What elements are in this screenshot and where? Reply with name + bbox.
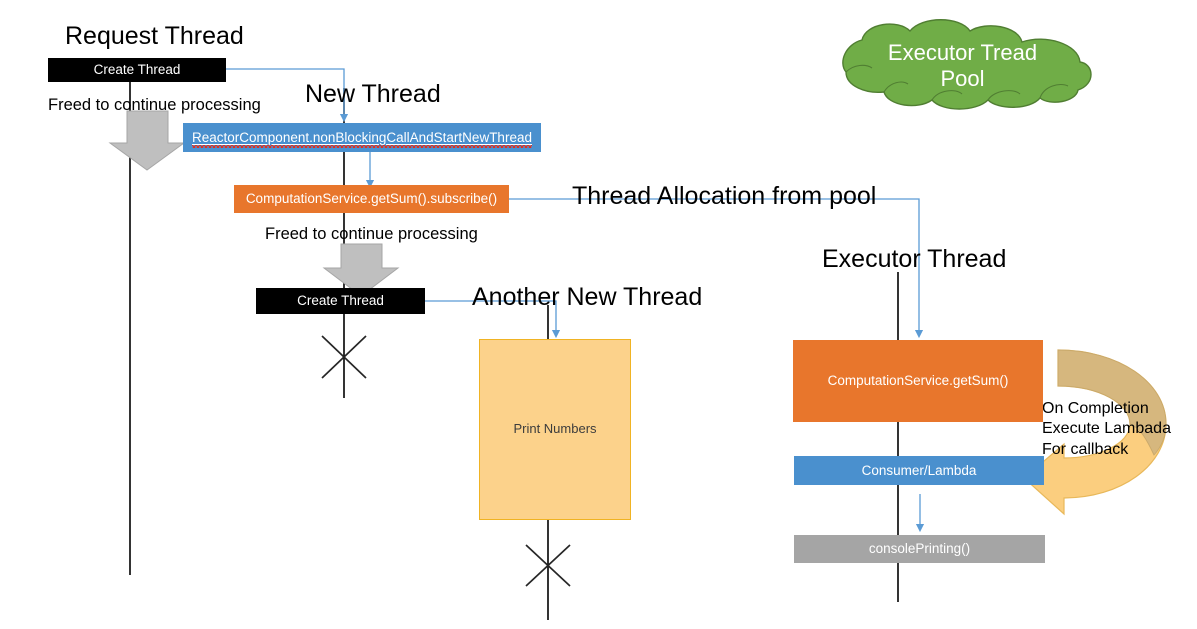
box-consumer-lambda[interactable]: Consumer/Lambda [794, 456, 1044, 485]
box-computation-getsum[interactable]: ComputationService.getSum() [793, 340, 1043, 422]
annotation-thread-allocation: Thread Allocation from pool [572, 182, 877, 210]
box-print-numbers[interactable]: Print Numbers [479, 339, 631, 520]
annotation-callback-note: On Completion Execute Lambada For callba… [1042, 400, 1171, 458]
annotation-freed-2: Freed to continue processing [265, 225, 478, 243]
label-request-thread: Request Thread [65, 22, 244, 50]
box-create-thread-2[interactable]: Create Thread [256, 288, 425, 314]
label-executor-thread: Executor Thread [822, 245, 1007, 273]
cloud-label-executor-thread-pool: Executor Tread Pool [887, 40, 1038, 92]
box-reactor-component[interactable]: ReactorComponent.nonBlockingCallAndStart… [183, 123, 541, 152]
annotation-freed-1: Freed to continue processing [48, 96, 261, 114]
box-create-thread-1[interactable]: Create Thread [48, 58, 226, 82]
label-new-thread: New Thread [305, 80, 441, 108]
x-mark-new-thread [321, 335, 367, 379]
block-arrow-freed-1 [108, 110, 186, 171]
x-mark-another-new-thread [525, 544, 571, 587]
label-another-new-thread: Another New Thread [472, 283, 703, 311]
box-computation-subscribe[interactable]: ComputationService.getSum().subscribe() [234, 185, 509, 213]
box-console-printing[interactable]: consolePrinting() [794, 535, 1045, 563]
box-reactor-component-label: ReactorComponent.nonBlockingCallAndStart… [192, 129, 532, 148]
